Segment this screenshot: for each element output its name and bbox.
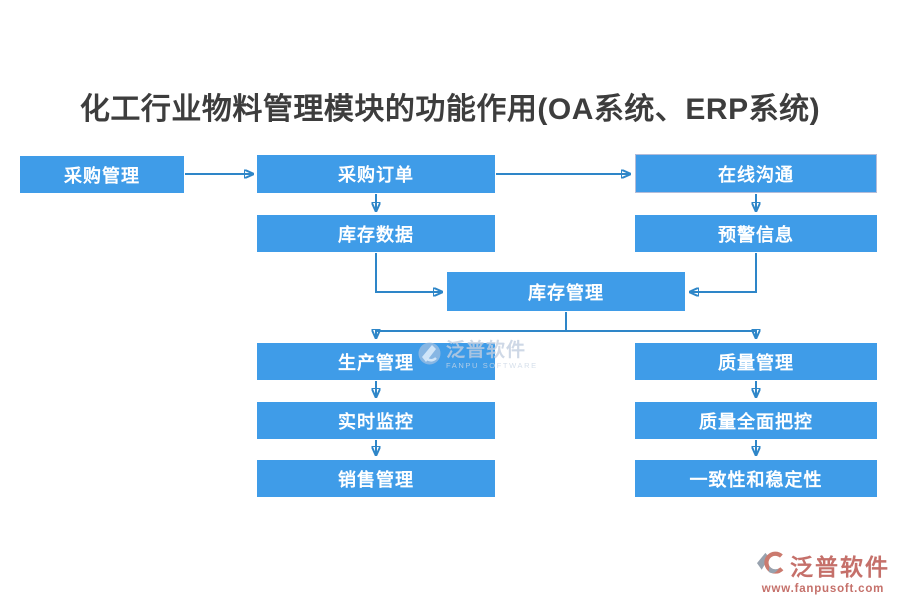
page-title: 化工行业物料管理模块的功能作用(OA系统、ERP系统): [79, 93, 821, 126]
fanpu-logo-icon: [757, 551, 784, 574]
flow-node-consistency-stability: 一致性和稳定性: [635, 460, 877, 497]
flow-node-purchase-order: 采购订单: [257, 155, 495, 193]
flow-node-alert-info: 预警信息: [635, 215, 877, 252]
flow-node-sales-management: 销售管理: [257, 460, 495, 497]
flow-node-online-communication: 在线沟通: [635, 154, 877, 193]
fanpu-footer-logo: 泛普软件 www.fanpusoft.com: [756, 548, 890, 595]
connector-inventorydata-to-inventorymgmt: [375, 253, 442, 292]
connector-alert-to-inventorymgmt: [690, 253, 757, 292]
flow-node-realtime-monitoring: 实时监控: [257, 402, 495, 439]
flow-node-production-management: 生产管理: [257, 343, 495, 380]
flow-node-inventory-management: 库存管理: [447, 272, 685, 311]
fanpu-url: www.fanpusoft.com: [761, 583, 885, 595]
connector-inventorymgmt-split: [375, 312, 757, 332]
flow-node-purchase-management: 采购管理: [20, 156, 184, 193]
flow-node-quality-overall-control: 质量全面把控: [635, 402, 877, 439]
flow-node-inventory-data: 库存数据: [257, 215, 495, 252]
flow-node-quality-management: 质量管理: [635, 343, 877, 380]
fanpu-brand-text: 泛普软件: [790, 554, 890, 580]
